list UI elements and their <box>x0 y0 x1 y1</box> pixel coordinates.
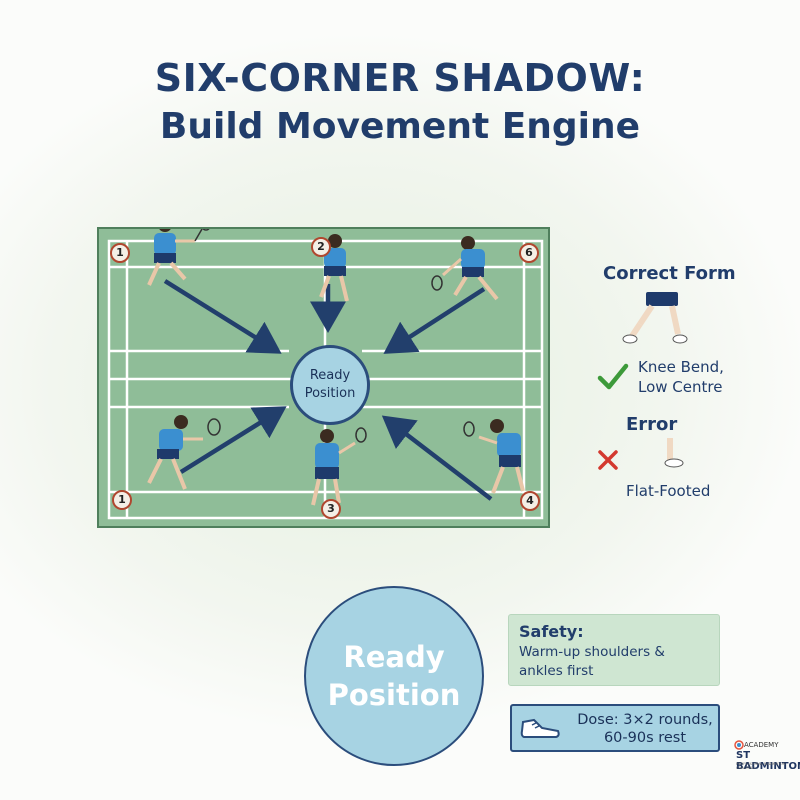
ready-position-center-line2: Position <box>304 386 356 401</box>
player-figure-corner-3 <box>311 427 367 506</box>
arrow-corner-4 <box>381 415 493 501</box>
ready-position-center-line1: Ready <box>309 368 351 383</box>
corner-badge-1-top: 1 <box>110 243 130 263</box>
corner-badge-3: 3 <box>321 499 341 519</box>
correct-form-text-line1: Knee Bend, <box>638 358 724 376</box>
error-heading: Error <box>626 414 678 435</box>
safety-title: Safety: <box>519 622 584 641</box>
arrow-corner-6 <box>383 287 486 354</box>
correct-form-heading: Correct Form <box>603 263 736 284</box>
shoe-icon <box>520 718 560 738</box>
corner-badge-4: 4 <box>520 491 540 511</box>
player-figure-corner-6 <box>431 236 499 301</box>
correct-form-text: Knee Bend, Low Centre <box>638 357 724 397</box>
player-figure-corner-1-top <box>147 229 210 286</box>
badminton-court: 1 2 6 1 3 4 <box>97 227 550 528</box>
arrow-corner-1-bottom <box>179 406 287 474</box>
title-line-1: SIX-CORNER SHADOW: <box>154 56 646 100</box>
dose-text-line2: 60-90s rest <box>603 730 687 746</box>
player-figure-corner-1-bottom <box>147 415 221 490</box>
ready-position-large-line1: Ready <box>343 640 445 674</box>
ready-position-large-line2: Position <box>327 678 461 712</box>
dose-box: Dose: 3×2 rounds, 60-90s rest <box>510 704 720 752</box>
player-figure-corner-2 <box>319 234 349 302</box>
flat-footed-leg-icon <box>664 438 684 468</box>
logo-top-text: ACADEMY <box>744 741 779 749</box>
cross-icon <box>598 450 618 470</box>
ready-position-center: Ready Position <box>290 345 370 425</box>
check-icon <box>597 363 629 390</box>
corner-badge-6: 6 <box>519 243 539 263</box>
ready-position-large: Ready Position <box>304 586 484 766</box>
correct-form-text-line2: Low Centre <box>638 378 723 396</box>
academy-logo: ACADEMY ST BADMINTON PROFESSIONAL BADMIN… <box>730 738 800 778</box>
corner-badge-2: 2 <box>311 237 331 257</box>
dose-text-line1: Dose: 3×2 rounds, <box>577 712 713 728</box>
title-line-2: Build Movement Engine <box>159 106 641 147</box>
arrow-corner-1-top <box>163 279 282 354</box>
safety-text-line2: ankles first <box>519 663 594 679</box>
logo-sub-text: PROFESSIONAL BADMINTON COACHING <box>736 762 786 770</box>
safety-text-line1: Warm-up shoulders & <box>519 644 665 660</box>
logo-main-text: ST BADMINTON <box>736 750 800 772</box>
player-figure-corner-4 <box>463 419 525 494</box>
safety-box: Safety: Warm-up shoulders & ankles first <box>508 614 720 686</box>
error-text: Flat-Footed <box>626 482 711 500</box>
safety-text: Warm-up shoulders & ankles first <box>519 643 709 681</box>
corner-badge-1-bottom: 1 <box>112 490 132 510</box>
dose-text: Dose: 3×2 rounds, 60-90s rest <box>570 711 720 747</box>
logo-mark-icon <box>734 740 744 750</box>
correct-form-legs-icon <box>622 292 688 344</box>
